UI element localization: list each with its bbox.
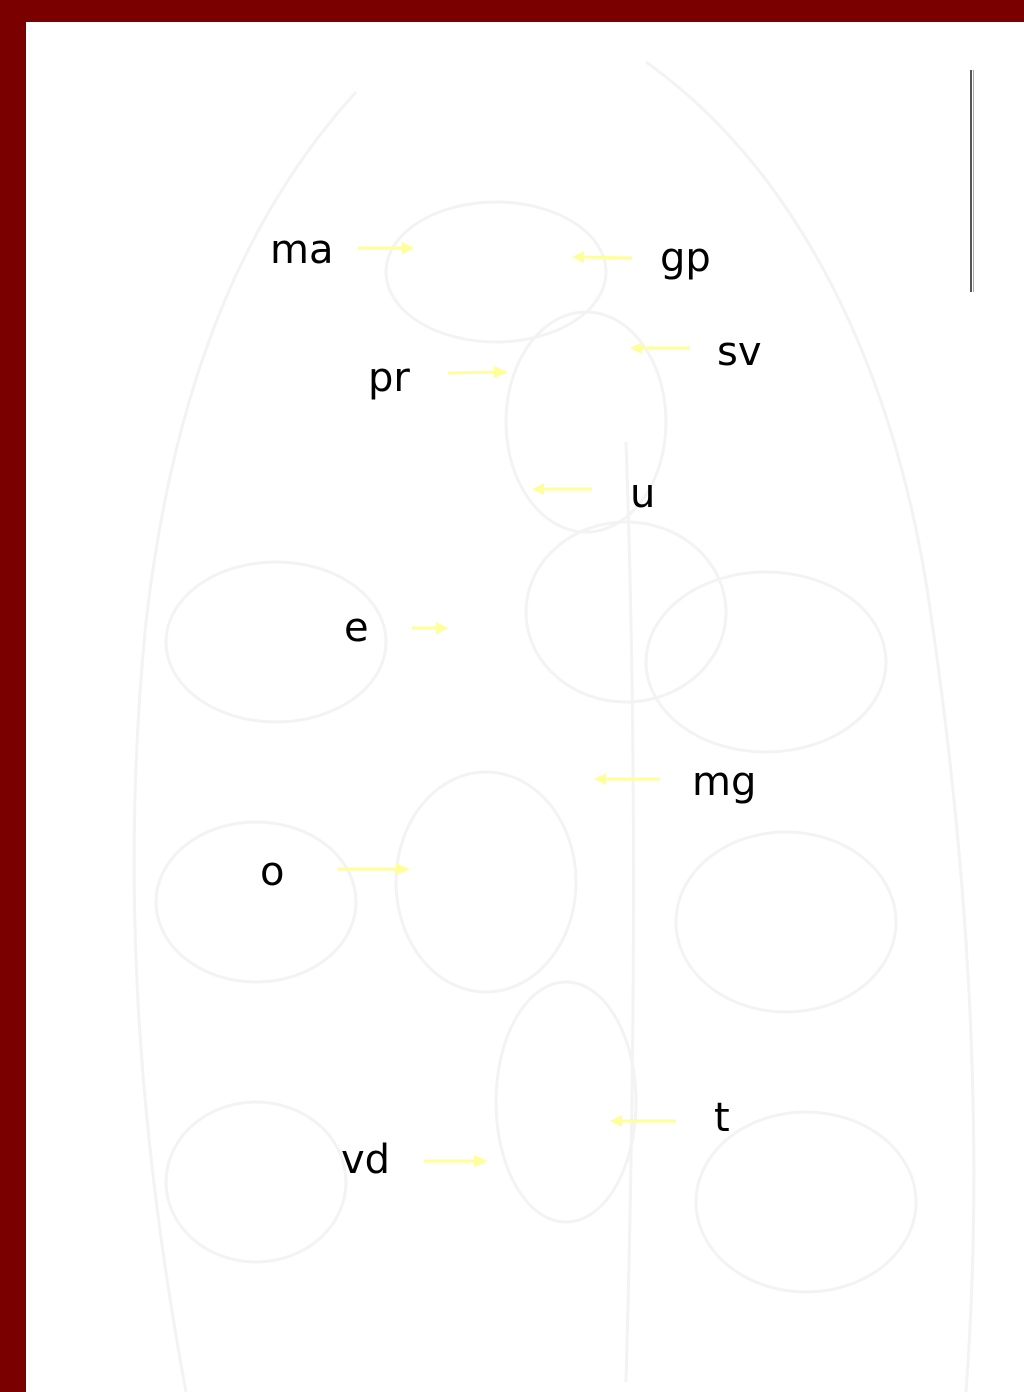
arrow-u bbox=[532, 483, 592, 495]
arrow-t bbox=[610, 1115, 676, 1127]
label-mg: mg bbox=[692, 759, 757, 805]
arrow-gp bbox=[572, 251, 633, 263]
specimen-outline bbox=[132, 60, 976, 1392]
arrow-e bbox=[412, 622, 448, 634]
label-ma: ma bbox=[270, 227, 334, 273]
arrow-o bbox=[338, 863, 410, 875]
label-vd: vd bbox=[341, 1137, 391, 1183]
arrow-pr bbox=[447, 366, 508, 378]
arrow-ma bbox=[358, 242, 414, 254]
arrow-vd bbox=[424, 1155, 488, 1167]
label-gp: gp bbox=[660, 235, 711, 281]
label-u: u bbox=[630, 471, 656, 517]
label-o: o bbox=[260, 849, 285, 895]
scale-bar bbox=[970, 70, 974, 292]
diagram-canvas: ma gp sv pr u e bbox=[26, 22, 1024, 1392]
arrow-mg bbox=[594, 773, 660, 785]
arrow-sv bbox=[630, 342, 690, 354]
label-sv: sv bbox=[717, 329, 762, 375]
label-t: t bbox=[714, 1095, 730, 1141]
label-pr: pr bbox=[368, 355, 410, 401]
label-e: e bbox=[344, 605, 369, 651]
